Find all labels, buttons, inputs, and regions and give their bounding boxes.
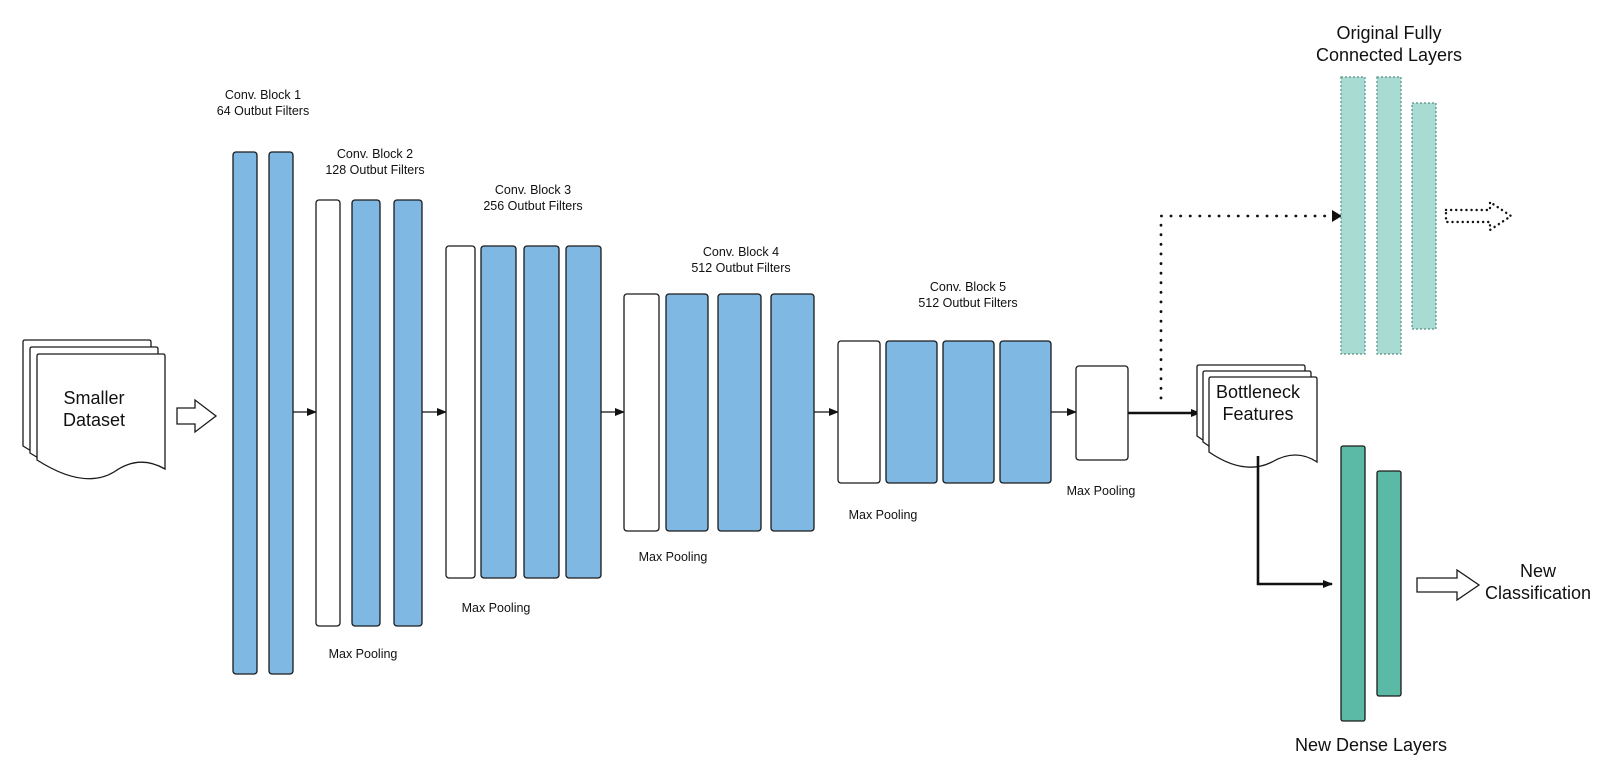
conv-layer [393, 199, 423, 627]
conv-layer [942, 340, 995, 484]
conv-layer [885, 340, 938, 484]
conv-layer [999, 340, 1052, 484]
new-dense-label: New Dense Layers [1295, 735, 1447, 755]
max-pooling-layer [837, 340, 881, 484]
conv-block-4-title: Conv. Block 4 [703, 245, 779, 259]
new-dense-layer [1376, 470, 1402, 697]
conv-layer [351, 199, 381, 627]
input-arrow [176, 398, 218, 434]
conv-layer [665, 293, 709, 532]
original-fc-layer [1411, 102, 1437, 330]
conv-block-5-filters: 512 Outbut Filters [918, 296, 1017, 310]
new-classification-output: New Classification [1485, 561, 1591, 603]
bottleneck-label-line2: Features [1222, 404, 1293, 424]
max-pooling-label-3: Max Pooling [639, 550, 708, 564]
conv-block-4-filters: 512 Outbut Filters [691, 261, 790, 275]
final-max-pooling: Max Pooling [1067, 365, 1136, 498]
max-pooling-layer [623, 293, 660, 532]
original-fc-layer [1340, 76, 1366, 355]
original-output-dotted-arrow [1444, 199, 1514, 233]
original-fc-layer [1376, 76, 1402, 355]
new-dense-layers: New Dense Layers [1295, 445, 1447, 755]
conv-block-3: Conv. Block 3 256 Outbut Filters Max Poo… [445, 183, 602, 615]
conv-block-1-filters: 64 Outbut Filters [217, 104, 309, 118]
smaller-dataset-document-stack: Smaller Dataset [22, 339, 166, 480]
conv-block-5-title: Conv. Block 5 [930, 280, 1006, 294]
bottleneck-features-document-stack: Bottleneck Features [1196, 364, 1318, 468]
conv-layer [770, 293, 815, 532]
conv-layer [480, 245, 517, 579]
input-label-line2: Dataset [63, 410, 125, 430]
new-dense-layer [1340, 445, 1366, 722]
conv-layer [565, 245, 602, 579]
new-output-arrow [1416, 568, 1481, 602]
conv-block-3-title: Conv. Block 3 [495, 183, 571, 197]
dotted-path-to-original-fc [1159, 214, 1334, 400]
max-pooling-label-2: Max Pooling [462, 601, 531, 615]
conv-block-5: Conv. Block 5 512 Outbut Filters Max Poo… [837, 280, 1052, 522]
conv-block-1-title: Conv. Block 1 [225, 88, 301, 102]
original-fully-connected-layers: Original Fully Connected Layers [1316, 23, 1462, 355]
conv-block-2-filters: 128 Outbut Filters [325, 163, 424, 177]
max-pooling-label-5: Max Pooling [1067, 484, 1136, 498]
max-pooling-layer [1075, 365, 1129, 461]
original-fc-label-line2: Connected Layers [1316, 45, 1462, 65]
conv-block-3-filters: 256 Outbut Filters [483, 199, 582, 213]
output-label-line2: Classification [1485, 583, 1591, 603]
input-label-line1: Smaller [63, 388, 124, 408]
output-label-line1: New [1520, 561, 1557, 581]
conv-layer [717, 293, 762, 532]
conv-block-2: Conv. Block 2 128 Outbut Filters Max Poo… [315, 147, 425, 661]
max-pooling-layer [315, 199, 341, 627]
max-pooling-label-1: Max Pooling [329, 647, 398, 661]
conv-block-1: Conv. Block 1 64 Outbut Filters [217, 88, 309, 675]
conv-block-2-title: Conv. Block 2 [337, 147, 413, 161]
original-fc-label-line1: Original Fully [1336, 23, 1441, 43]
conv-layer [232, 151, 258, 675]
bottleneck-label-line1: Bottleneck [1216, 382, 1301, 402]
path-to-new-dense [1256, 456, 1333, 588]
conv-layer [523, 245, 560, 579]
dotted-path-arrowhead [1332, 210, 1342, 222]
conv-layer [268, 151, 294, 675]
max-pooling-label-4: Max Pooling [849, 508, 918, 522]
max-pooling-layer [445, 245, 476, 579]
conv-block-4: Conv. Block 4 512 Outbut Filters Max Poo… [623, 245, 815, 564]
